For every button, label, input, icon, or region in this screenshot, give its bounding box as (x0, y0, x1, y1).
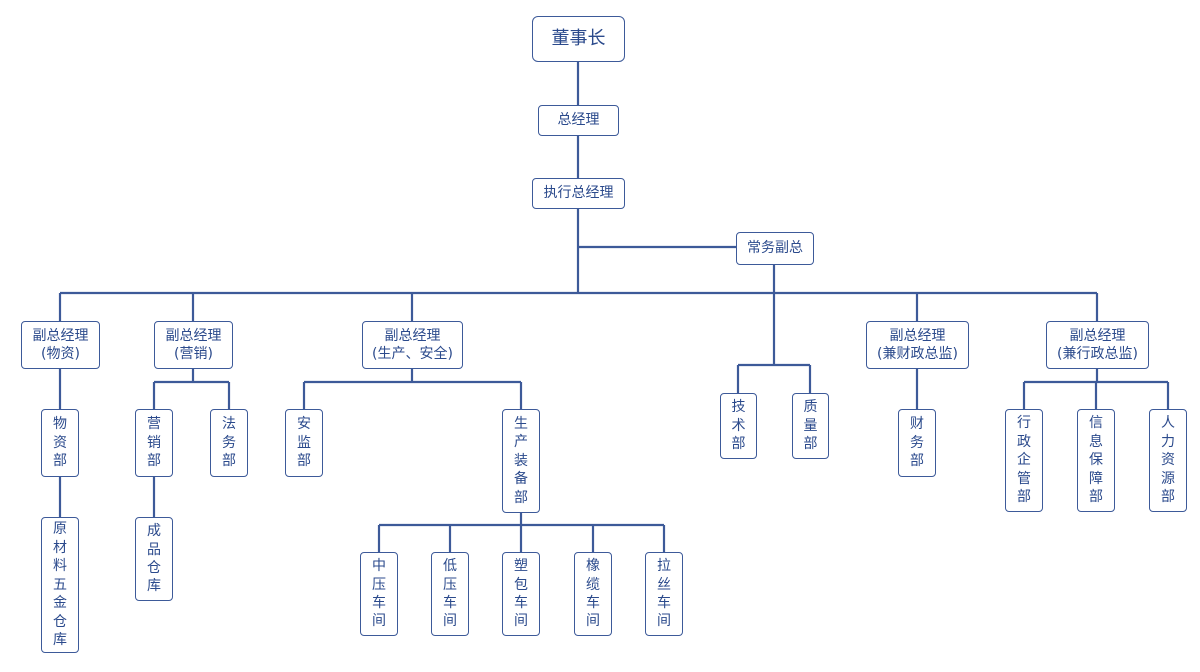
raw-warehouse-box: 原材料五金仓库 (41, 517, 79, 653)
exec-gm-box: 执行总经理 (532, 178, 625, 209)
finished-warehouse-box: 成品仓库 (135, 517, 173, 601)
rubber-workshop-box: 橡缆车间 (574, 552, 612, 636)
admin-dept-label: 行政企管部 (1017, 415, 1031, 506)
lp-workshop-label: 低压车间 (443, 558, 457, 630)
tech-dept-box: 技术部 (720, 393, 757, 459)
plastic-workshop-box: 塑包车间 (502, 552, 540, 636)
raw-warehouse-label: 原材料五金仓库 (53, 521, 67, 649)
vp-materials-label: 副总经理 (物资) (32, 327, 89, 362)
it-dept-box: 信息保障部 (1077, 409, 1115, 512)
tech-dept-label: 技术部 (731, 399, 746, 453)
quality-dept-label: 质量部 (803, 399, 818, 453)
exec-gm-label: 执行总经理 (543, 185, 614, 202)
finance-dept-label: 财务部 (910, 416, 924, 470)
lp-workshop-box: 低压车间 (431, 552, 469, 636)
legal-dept-box: 法务部 (210, 409, 248, 477)
wire-workshop-box: 拉丝车间 (645, 552, 683, 636)
wire-workshop-label: 拉丝车间 (657, 558, 671, 630)
hr-dept-box: 人力资源部 (1149, 409, 1187, 512)
plastic-workshop-label: 塑包车间 (514, 558, 528, 630)
exec-vp-box: 常务副总 (736, 232, 814, 265)
safety-dept-box: 安监部 (285, 409, 323, 477)
safety-dept-label: 安监部 (297, 416, 311, 470)
hr-dept-label: 人力资源部 (1161, 415, 1175, 506)
rubber-workshop-label: 橡缆车间 (586, 558, 600, 630)
vp-admin-label: 副总经理 (兼行政总监) (1057, 327, 1138, 362)
equipment-dept-label: 生产装备部 (514, 415, 528, 506)
vp-production-box: 副总经理 (生产、安全) (362, 321, 463, 369)
mp-workshop-label: 中压车间 (372, 558, 386, 630)
quality-dept-box: 质量部 (792, 393, 829, 459)
vp-finance-box: 副总经理 (兼财政总监) (866, 321, 969, 369)
legal-dept-label: 法务部 (222, 416, 236, 470)
exec-vp-label: 常务副总 (747, 240, 803, 257)
vp-admin-box: 副总经理 (兼行政总监) (1046, 321, 1149, 369)
finished-warehouse-label: 成品仓库 (147, 523, 161, 595)
vp-materials-box: 副总经理 (物资) (21, 321, 100, 369)
chairman-label: 董事长 (551, 28, 606, 50)
sales-dept-box: 营销部 (135, 409, 173, 477)
finance-dept-box: 财务部 (898, 409, 936, 477)
vp-production-label: 副总经理 (生产、安全) (372, 327, 453, 362)
equipment-dept-box: 生产装备部 (502, 409, 540, 513)
materials-dept-label: 物资部 (53, 416, 67, 470)
admin-dept-box: 行政企管部 (1005, 409, 1043, 512)
vp-sales-label: 副总经理 (营销) (165, 327, 222, 362)
vp-sales-box: 副总经理 (营销) (154, 321, 233, 369)
sales-dept-label: 营销部 (147, 416, 161, 470)
gm-label: 总经理 (557, 112, 600, 129)
materials-dept-box: 物资部 (41, 409, 79, 477)
it-dept-label: 信息保障部 (1089, 415, 1103, 506)
vp-finance-label: 副总经理 (兼财政总监) (877, 327, 958, 362)
gm-box: 总经理 (538, 105, 619, 136)
chairman-box: 董事长 (532, 16, 625, 62)
mp-workshop-box: 中压车间 (360, 552, 398, 636)
